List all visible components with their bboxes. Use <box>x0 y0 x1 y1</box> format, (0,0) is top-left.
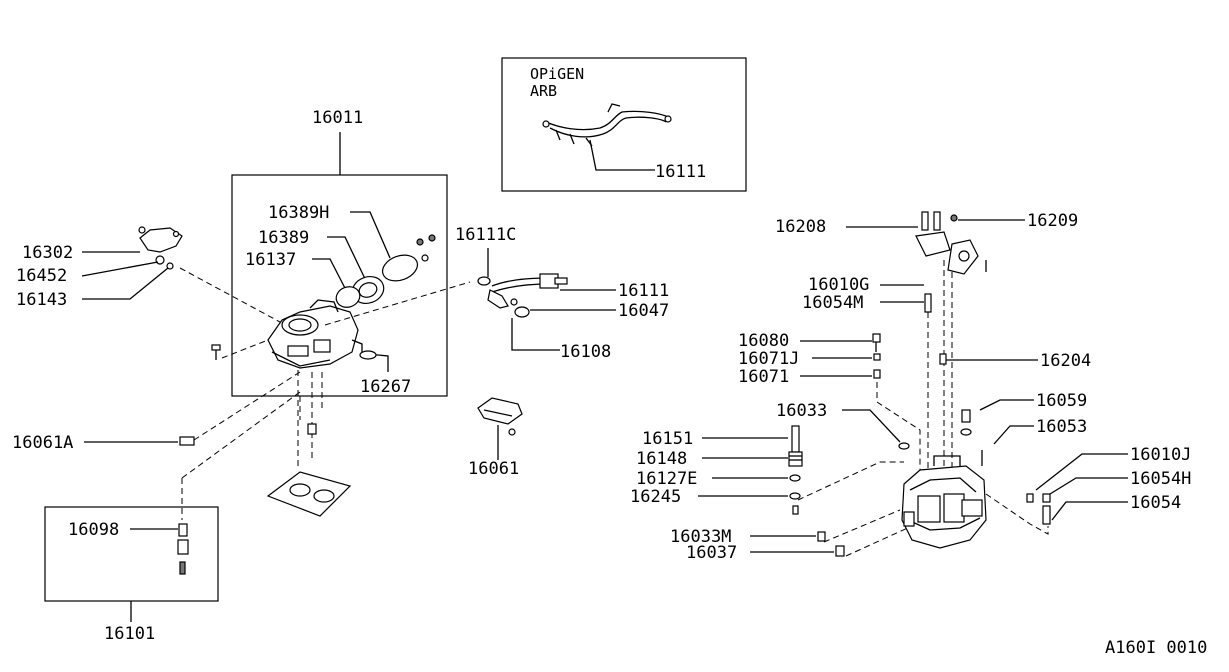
label-16054H: 16054H <box>1130 469 1191 489</box>
label-16389H: 16389H <box>268 203 329 223</box>
jet-16098 <box>177 523 189 575</box>
label-16452: 16452 <box>16 266 67 286</box>
label-16143: 16143 <box>16 290 67 310</box>
label-16204: 16204 <box>1040 351 1091 371</box>
label-16071: 16071 <box>738 367 789 387</box>
plug-16037 <box>835 545 845 557</box>
diaphragm-parts <box>335 234 436 308</box>
label-16033M: 16033M <box>670 527 731 547</box>
jet-16033M <box>817 531 826 542</box>
label-16037: 16037 <box>686 543 737 563</box>
label-16059: 16059 <box>1036 391 1087 411</box>
pump-piston-stack <box>788 425 803 515</box>
label-16111C: 16111C <box>455 225 516 245</box>
choke-mechanism <box>915 211 987 275</box>
label-16101: 16101 <box>104 624 155 644</box>
label-16389: 16389 <box>258 228 309 248</box>
screw-stack-16080 <box>872 333 881 379</box>
assembly-box-16011 <box>231 174 448 397</box>
label-16080: 16080 <box>738 331 789 351</box>
diagram-code: A160I 0010 <box>1105 638 1207 658</box>
inset-title-line1: ΟPiGEN <box>530 65 584 83</box>
jet-cluster-right <box>1026 493 1051 525</box>
label-16011: 16011 <box>312 108 363 128</box>
jet-16033 <box>898 442 910 450</box>
label-16061: 16061 <box>468 459 519 479</box>
label-16033: 16033 <box>776 401 827 421</box>
label-16010G: 16010G <box>808 275 869 295</box>
label-16209: 16209 <box>1027 211 1078 231</box>
label-16047: 16047 <box>618 301 669 321</box>
bracket-16061 <box>477 397 523 436</box>
label-16151: 16151 <box>642 429 693 449</box>
label-16071J: 16071J <box>738 349 799 369</box>
label-16127E: 16127E <box>636 469 697 489</box>
inset-box <box>501 57 747 192</box>
label-16137: 16137 <box>245 250 296 270</box>
label-16111: 16111 <box>618 281 669 301</box>
jet-16204 <box>939 353 947 365</box>
label-16053: 16053 <box>1036 417 1087 437</box>
jet-16054M <box>924 293 932 313</box>
label-16267: 16267 <box>360 377 411 397</box>
gasket-base <box>266 423 352 517</box>
lever-assembly <box>138 226 183 270</box>
screw-left <box>211 344 221 360</box>
label-16111-inset: 16111 <box>655 162 706 182</box>
label-16108: 16108 <box>560 342 611 362</box>
screw-16059 <box>960 409 972 436</box>
carburetor-main-body <box>901 455 987 549</box>
label-16148: 16148 <box>636 449 687 469</box>
inset-title-line2: ARB <box>530 82 557 100</box>
carburetor-body <box>267 299 363 369</box>
harness-drawing <box>542 103 672 147</box>
label-16098: 16098 <box>68 520 119 540</box>
label-16054: 16054 <box>1130 493 1181 513</box>
label-16302: 16302 <box>22 243 73 263</box>
fuel-pipe-assembly <box>477 273 568 318</box>
label-16208: 16208 <box>775 217 826 237</box>
label-16061A: 16061A <box>12 433 73 453</box>
label-16054M: 16054M <box>802 293 863 313</box>
pin-16061A <box>179 436 195 446</box>
label-16245: 16245 <box>630 487 681 507</box>
label-16010J: 16010J <box>1130 445 1191 465</box>
